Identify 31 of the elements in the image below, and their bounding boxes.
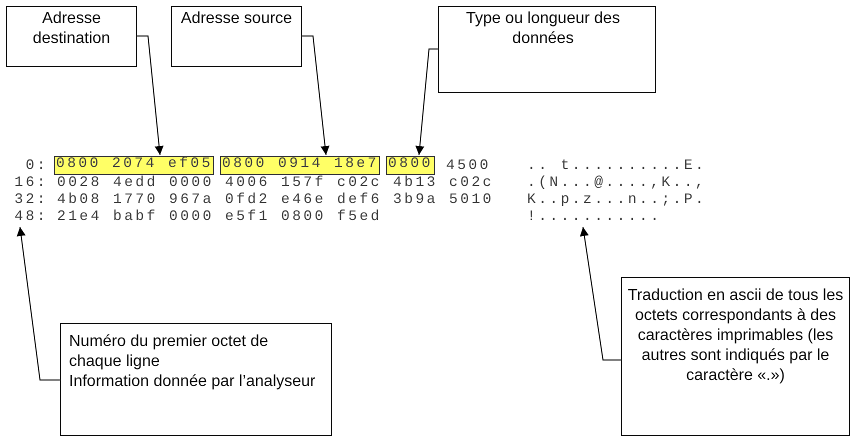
- arrow: [580, 226, 622, 360]
- callout-text: Adresse source: [180, 9, 294, 29]
- highlighted-bytes: 0800 0914 18e7: [220, 156, 380, 175]
- callout-box: [171, 6, 302, 67]
- hex-bytes: 4b08 1770 967a 0fd2 e46e def6 3b9a 5010: [57, 192, 495, 209]
- hex-bytes: 0028 4edd 0000 4006 157f c02c 4b13 c02c: [57, 175, 495, 192]
- highlighted-bytes: 0800: [386, 156, 435, 175]
- arrow: [136, 36, 164, 156]
- callout-box: [60, 323, 332, 436]
- highlighted-bytes: 0800 2074 ef05: [54, 156, 214, 175]
- arrow: [415, 48, 438, 156]
- callout-box: [6, 6, 137, 67]
- callout-text: Numéro du premier octet de chaque ligne: [69, 332, 270, 372]
- ascii-text: .(N...@....,K..,: [527, 175, 708, 192]
- byte-offset: 16:: [13, 175, 48, 192]
- arrow: [302, 36, 330, 156]
- ascii-text: !...........: [527, 209, 657, 226]
- byte-offset: 48:: [4, 209, 48, 226]
- callout-box: [438, 6, 656, 93]
- callout-text: Information donnée par l’analyseur: [69, 372, 316, 392]
- ascii-text: .. t..........E.: [527, 158, 708, 175]
- hex-bytes: 21e4 babf 0000 e5f1 0800 f5ed: [57, 209, 383, 226]
- byte-offset: 0:: [24, 158, 48, 175]
- arrow: [16, 226, 60, 380]
- callout-text: Traduction en ascii de tous les octets correspondants à des caractères imprimables (les autres sont indiqués par le caractère «.»): [626, 286, 844, 386]
- byte-offset: 32:: [13, 192, 48, 209]
- hex-bytes: 4500: [446, 158, 492, 175]
- ascii-text: K..p.z...n..;.P.: [527, 192, 708, 209]
- callout-box: [621, 277, 850, 436]
- callout-text: Type ou longueur des données: [465, 9, 621, 49]
- callout-text: Adresse destination: [32, 9, 112, 49]
